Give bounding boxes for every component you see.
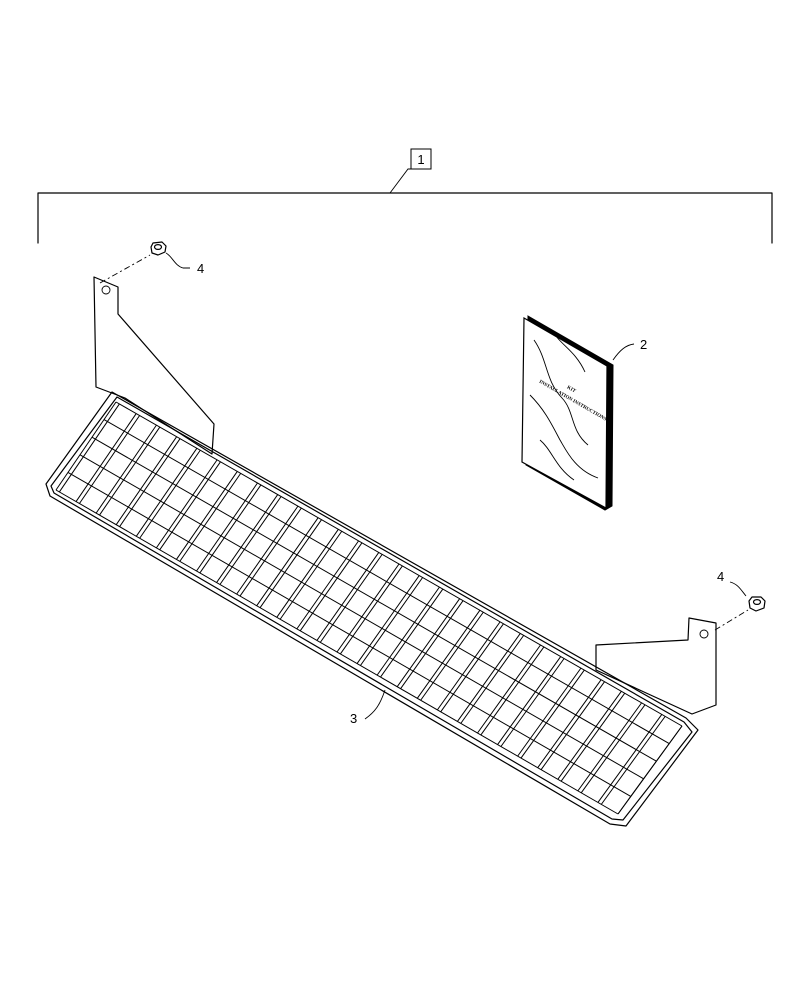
grating-cross-bar <box>259 519 322 608</box>
grating-cross-bar <box>176 471 238 560</box>
grating-cross-bar <box>560 692 626 782</box>
grating-cross-bar <box>497 656 562 745</box>
grating-cross-bar <box>316 552 380 641</box>
grating-cross-bar <box>500 658 565 747</box>
grating-cross-bar <box>356 575 420 664</box>
grating-cross-bar <box>396 598 461 688</box>
grating-cross-bar <box>376 586 440 676</box>
grating-cross-bar <box>577 702 642 792</box>
installation-manual: KIT INSTALLATION INSTRUCTIONS <box>521 315 635 511</box>
grating-cross-bar <box>99 426 161 516</box>
nut-upper <box>99 241 190 284</box>
grating-cross-bar <box>256 517 319 607</box>
grating-cross-bar <box>319 554 383 643</box>
grating-cross-bar <box>416 609 481 699</box>
grating-cross-bar <box>219 496 282 585</box>
grating-cross-bar <box>420 611 484 701</box>
manual-title-line1: KIT <box>566 385 577 394</box>
grating-cross-bar <box>135 448 198 537</box>
grating-cross-bar <box>119 438 181 527</box>
grating-cross-bar <box>196 482 258 572</box>
grating-cross-bar <box>179 473 242 562</box>
grating-cross-bar <box>58 403 120 493</box>
grating-cross-bar <box>557 690 622 780</box>
grating-cross-bar <box>380 588 444 678</box>
grating-cross-bar <box>216 494 279 583</box>
grating-cross-bar <box>199 484 262 574</box>
grating-cross-bar <box>139 449 201 539</box>
grating-cross-bar <box>155 459 218 549</box>
grating-cross-bar <box>239 507 302 597</box>
callout-1[interactable]: 1 <box>410 148 432 170</box>
grating-cross-bar <box>95 424 157 514</box>
grating-cross-bar <box>517 667 582 757</box>
svg-text:1: 1 <box>417 152 424 167</box>
grating-cross-bar <box>600 716 666 805</box>
step-assembly <box>45 276 717 827</box>
grating-cross-bar <box>79 415 141 504</box>
grating-cross-bar <box>537 679 602 769</box>
grating-cross-bar <box>336 563 400 653</box>
grating-cross-bar <box>159 461 221 551</box>
nut-lower <box>714 581 766 631</box>
grating-cross-bar <box>115 436 178 525</box>
grating-cross-bar <box>279 530 343 620</box>
grating-cross-bar <box>540 681 605 770</box>
kit-bracket <box>37 168 773 244</box>
grating-cross-bar <box>436 621 501 711</box>
grating-cross-bar <box>480 646 545 736</box>
grating-cross-bar <box>339 565 403 655</box>
grating-cross-bar <box>580 704 646 794</box>
grating-cross-bar <box>617 725 683 815</box>
grating-cross-bar <box>460 635 525 724</box>
grating-cross-bar <box>360 577 424 666</box>
grating-cross-bar <box>477 644 541 734</box>
callout-2[interactable]: 2 <box>640 337 647 352</box>
grating-cross-bar <box>457 633 521 722</box>
grating-cross-bar <box>276 528 339 618</box>
grating-cross-bar <box>299 542 363 632</box>
callout-3-leader <box>364 689 386 720</box>
grating-cross-bar <box>520 669 585 759</box>
callout-4-upper[interactable]: 4 <box>197 261 204 276</box>
grating-cross-bar <box>440 623 504 713</box>
callout-4-lower[interactable]: 4 <box>717 569 724 584</box>
callout-3[interactable]: 3 <box>350 711 357 726</box>
grating-cross-bar <box>236 505 299 595</box>
grating-cross-bar <box>597 714 663 803</box>
grating-cross-bar <box>75 413 137 502</box>
grating-cross-bar <box>400 600 464 689</box>
grating-cross-bar <box>55 401 117 491</box>
grating-cross-bar <box>296 540 359 630</box>
